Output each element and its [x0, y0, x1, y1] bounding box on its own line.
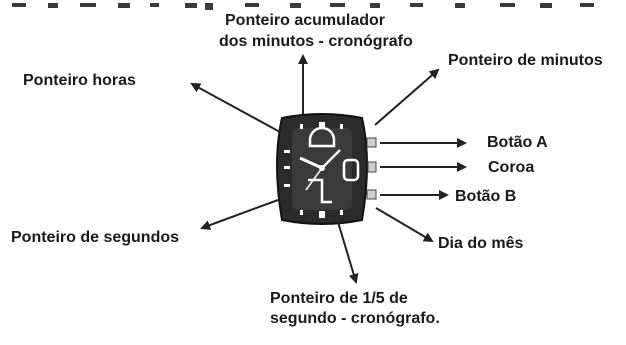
label-hour-hand: Ponteiro horas: [23, 72, 136, 89]
button-a: [366, 137, 377, 148]
arrow-minute-hand: [374, 68, 440, 126]
date-window: [342, 158, 360, 182]
minute-hand: [321, 149, 341, 169]
callout-arrows: [190, 54, 467, 284]
arrow-second-hand: [200, 199, 279, 230]
minute-counter-subdial: [308, 126, 336, 148]
label-minute-counter-line1: Ponteiro acumulador: [225, 12, 386, 29]
label-minute-hand: Ponteiro de minutos: [448, 52, 603, 69]
arrow-fifth-second: [337, 221, 359, 284]
cropped-text-fragments: [12, 3, 594, 10]
hour-hand: [299, 156, 323, 170]
crown: [367, 161, 377, 173]
label-minute-counter-line2: dos minutos - cronógrafo: [219, 33, 413, 50]
center-pin: [319, 165, 325, 171]
label-button-a: Botão A: [487, 134, 548, 151]
label-fifth-second-line2: segundo - cronógrafo.: [270, 310, 440, 327]
watch-face: [276, 113, 377, 225]
button-b: [366, 189, 377, 200]
label-date: Dia do mês: [438, 235, 524, 252]
arrow-hour-hand: [190, 83, 281, 133]
cropped-top-text-strip: [0, 0, 626, 10]
label-fifth-second-line1: Ponteiro de 1/5 de: [270, 290, 408, 307]
label-crown: Coroa: [488, 159, 535, 176]
fifth-second-subdial: [308, 178, 332, 204]
second-hand: [305, 167, 323, 191]
label-button-b: Botão B: [455, 188, 517, 205]
hour-markers: [284, 122, 343, 218]
arrow-date: [375, 207, 434, 243]
label-second-hand: Ponteiro de segundos: [11, 229, 180, 246]
